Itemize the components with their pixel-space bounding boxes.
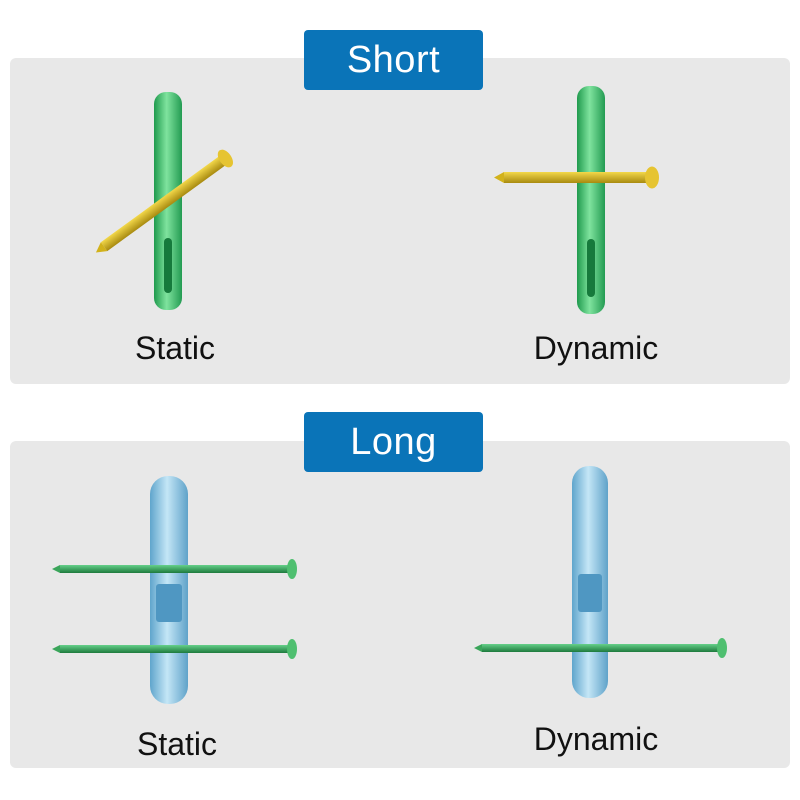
long-static-nail-image: [52, 476, 297, 704]
long-panel: [10, 441, 790, 768]
short-dynamic-nail-image: [494, 86, 659, 314]
long-dynamic-label: Dynamic: [533, 721, 659, 757]
short-static-nail-image: [95, 92, 234, 310]
short-static-label: Static: [134, 330, 216, 366]
long-badge: Long: [304, 412, 483, 472]
long-static-label: Static: [136, 726, 218, 762]
short-badge: Short: [304, 30, 483, 90]
long-dynamic-nail-image: [474, 466, 727, 698]
short-dynamic-label: Dynamic: [533, 330, 659, 366]
